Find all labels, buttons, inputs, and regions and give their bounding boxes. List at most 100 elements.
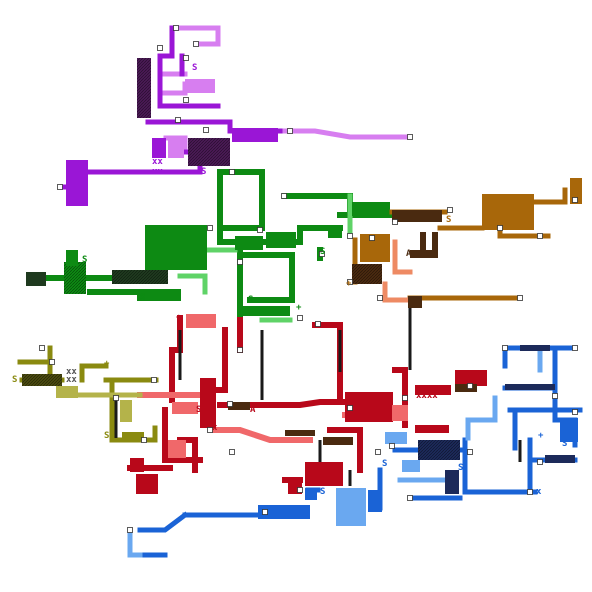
door-marker [297,315,303,321]
door-marker [389,443,395,449]
room-pink [172,402,198,414]
room-green [352,202,390,216]
dark-connectors [114,308,522,486]
corridor-blue [462,437,538,495]
map-label: + [104,359,110,369]
room-blue [368,490,382,512]
door-marker [552,393,558,399]
map-label: S [140,293,145,303]
door-marker [497,225,503,231]
door-marker [297,487,303,493]
region-brown [352,178,582,308]
room-lilac [168,138,184,158]
map-label: A [406,249,412,259]
corridor-green [217,169,265,231]
door-marker [467,383,473,389]
map-label: + [176,313,182,323]
map-label: S [562,439,567,449]
corridor-lilac [277,128,413,140]
door-marker [572,197,578,203]
map-label: S [320,487,325,497]
map-label: S [382,459,387,469]
room-navy [520,345,550,351]
room-red [136,474,158,494]
door-marker [347,279,353,285]
room-brown [360,234,390,262]
corridor-green [87,289,181,301]
room-hatch [352,264,382,284]
map-label: S [196,405,201,415]
door-marker [402,395,408,401]
door-marker [183,55,189,61]
corridor-red [312,322,343,403]
room-hatch [137,58,151,118]
door-marker [281,193,287,199]
region-olive [17,345,159,443]
corridor-pink [212,427,313,443]
door-marker [262,509,268,515]
room-pink [168,440,186,458]
room-brown [482,194,534,230]
room-khaki [120,400,132,422]
room-red [345,392,393,422]
room-hatch [188,138,230,166]
room-blue [280,505,310,519]
door-marker [207,427,213,433]
door-marker [537,459,543,465]
map-label: xx [152,157,163,167]
door-marker [39,345,45,351]
room-pink [392,405,408,421]
room-darkred [455,384,477,392]
room-darkbrown [432,232,438,252]
door-marker [113,395,119,401]
door-marker [175,117,181,123]
door-marker [377,295,383,301]
door-marker [237,347,243,353]
door-marker [237,259,243,265]
door-marker [407,134,413,140]
room-green [266,232,296,248]
room-darkgreen [26,272,46,286]
door-markers [39,25,578,533]
room-olive [122,432,144,442]
room-navy [505,384,555,390]
room-green [328,226,342,238]
room-darkbrown [392,210,442,222]
door-marker [347,233,353,239]
region-blue [127,345,583,558]
room-darkred [285,430,315,436]
room-red [130,458,144,472]
room-red [200,378,216,428]
room-navy [445,470,459,494]
map-label: S [82,255,87,265]
room-pink [186,314,216,328]
room-violet [152,138,166,158]
door-marker [502,345,508,351]
room-blue [305,488,317,500]
corridor-violet [157,25,221,109]
room-lightblue [402,460,420,472]
door-marker [173,25,179,31]
map-label: + [538,431,544,441]
door-marker [375,449,381,455]
map-label: x [212,423,218,433]
door-marker [527,489,533,495]
map-label: S [12,375,17,385]
map-label: S [104,431,109,441]
map-label: xx [66,367,77,377]
room-navy [545,455,575,463]
door-marker [141,437,147,443]
room-lilac [185,79,215,93]
room-blue [560,418,578,442]
door-marker [347,405,353,411]
room-lightblue [336,488,366,526]
map-label: S [320,247,325,257]
door-marker [49,359,55,365]
door-marker [127,527,133,533]
corridor-red [327,427,363,473]
corridor-lightgreen [177,273,208,295]
door-marker [319,251,325,257]
room-darkred [323,437,353,445]
